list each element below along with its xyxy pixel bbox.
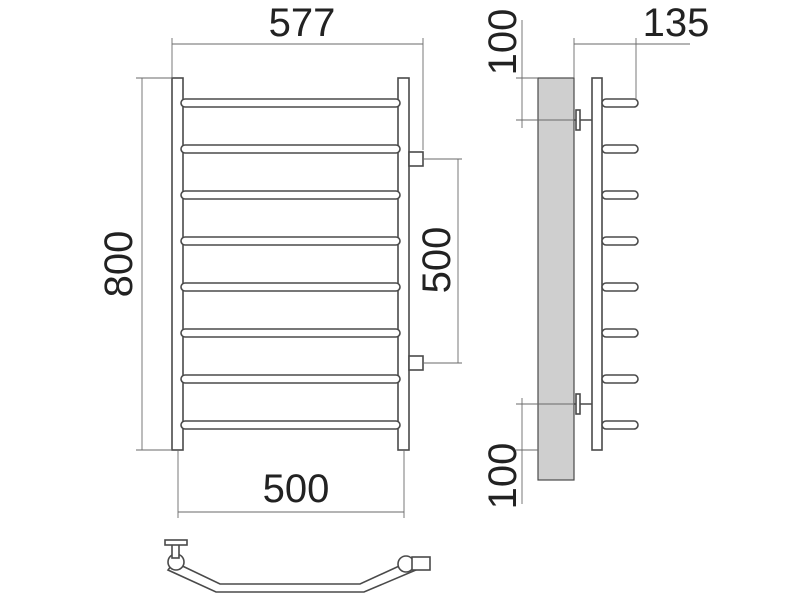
front-rung [180, 420, 401, 430]
side-view [537, 77, 639, 481]
front-rung [180, 98, 401, 108]
front-rung [180, 282, 401, 292]
dim-connection-spacing-label: 500 [415, 227, 459, 294]
dim-mount-width: 500 [177, 450, 405, 518]
side-rung [601, 282, 639, 292]
front-rung [180, 144, 401, 154]
dim-depth-label: 135 [643, 1, 710, 45]
left-mount-stem [171, 543, 180, 559]
side-rung [601, 328, 639, 338]
front-view [171, 77, 424, 451]
front-rung [180, 236, 401, 246]
side-post [591, 77, 603, 451]
side-rung [601, 236, 639, 246]
front-rung [180, 374, 401, 384]
dim-connection-spacing: 500 [415, 158, 462, 364]
front-rung [180, 328, 401, 338]
dim-bottom-offset-label: 100 [481, 443, 525, 510]
side-rung [601, 374, 639, 384]
bottom-bracket-plate [575, 393, 581, 415]
top-connection-stub [408, 151, 424, 167]
dim-mount-width-label: 500 [263, 467, 330, 511]
right-post [397, 77, 410, 451]
side-rung [601, 144, 639, 154]
top-bracket-plate [575, 109, 581, 131]
front-rungs [180, 98, 401, 430]
dim-overall-height: 800 [97, 77, 172, 451]
rung-profile-curve [166, 560, 418, 593]
dim-top-offset: 100 [481, 9, 574, 128]
wall-section [537, 77, 575, 481]
dim-overall-width: 577 [171, 1, 424, 150]
left-post [171, 77, 184, 451]
bottom-connection-stub [408, 355, 424, 371]
front-rung [180, 190, 401, 200]
side-rungs [601, 98, 639, 430]
left-mount-plate [164, 539, 188, 546]
right-connection-end [411, 556, 431, 571]
dim-depth: 135 [573, 1, 710, 100]
side-rung [601, 420, 639, 430]
top-view-profile [164, 539, 431, 593]
dim-overall-width-label: 577 [269, 1, 336, 45]
side-rung [601, 190, 639, 200]
dim-overall-height-label: 800 [97, 231, 141, 298]
dim-bottom-offset: 100 [481, 398, 574, 509]
dim-top-offset-label: 100 [481, 9, 525, 76]
side-rung [601, 98, 639, 108]
